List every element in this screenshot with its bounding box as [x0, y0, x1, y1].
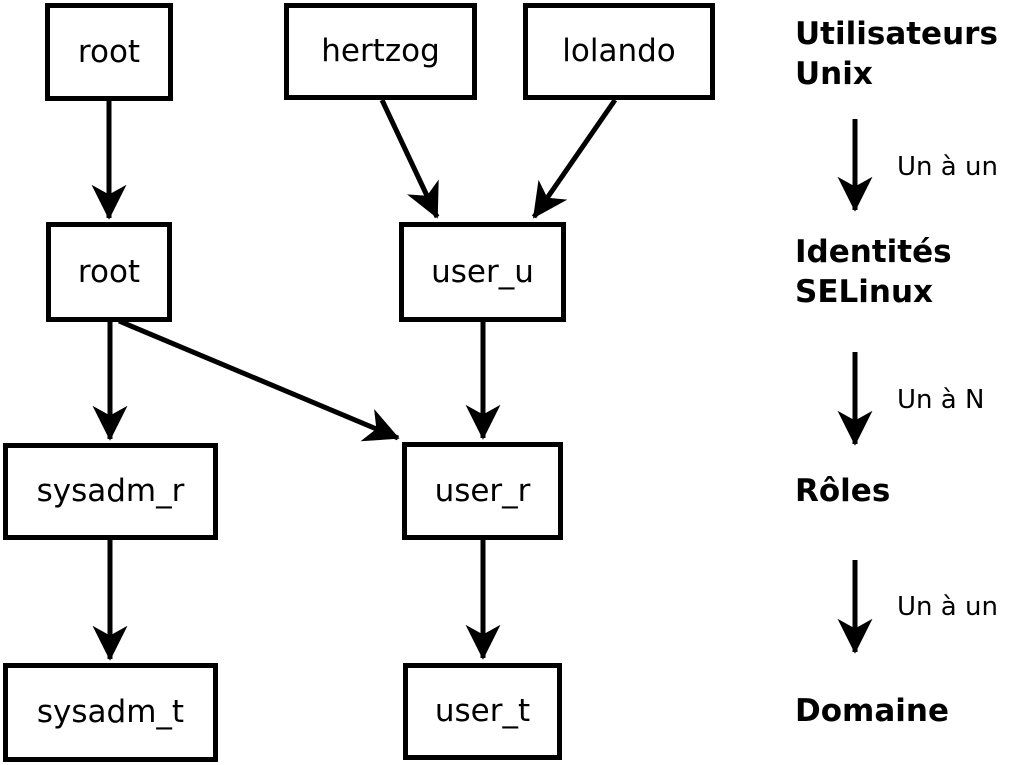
node-root-selinux: root [46, 222, 172, 322]
legend-one-to-n-label: Un à N [897, 385, 985, 415]
arrow-hertzog-to-user-u-icon [379, 98, 440, 219]
node-sysadm-r: sysadm_r [3, 443, 218, 540]
node-user-u: user_u [399, 222, 566, 322]
node-root-unix: root [45, 3, 173, 101]
node-user-r: user_r [402, 442, 563, 540]
arrow-lolando-to-user-u-icon [531, 98, 618, 219]
legend-domain-label: Domaine [795, 693, 949, 729]
node-sysadm-t: sysadm_t [3, 663, 218, 762]
legend-one-to-one-second-label: Un à un [897, 592, 998, 622]
arrow-root-selinux-to-user-r-icon [118, 318, 400, 442]
node-user-t: user_t [403, 663, 562, 760]
legend-unix-users-label: Utilisateurs Unix [795, 16, 998, 92]
node-hertzog: hertzog [284, 3, 477, 100]
legend-roles-label: Rôles [795, 473, 891, 509]
legend-selinux-identities-label: Identités SELinux [795, 234, 952, 310]
legend-one-to-one-first-label: Un à un [897, 152, 998, 182]
node-lolando: lolando [523, 3, 715, 100]
